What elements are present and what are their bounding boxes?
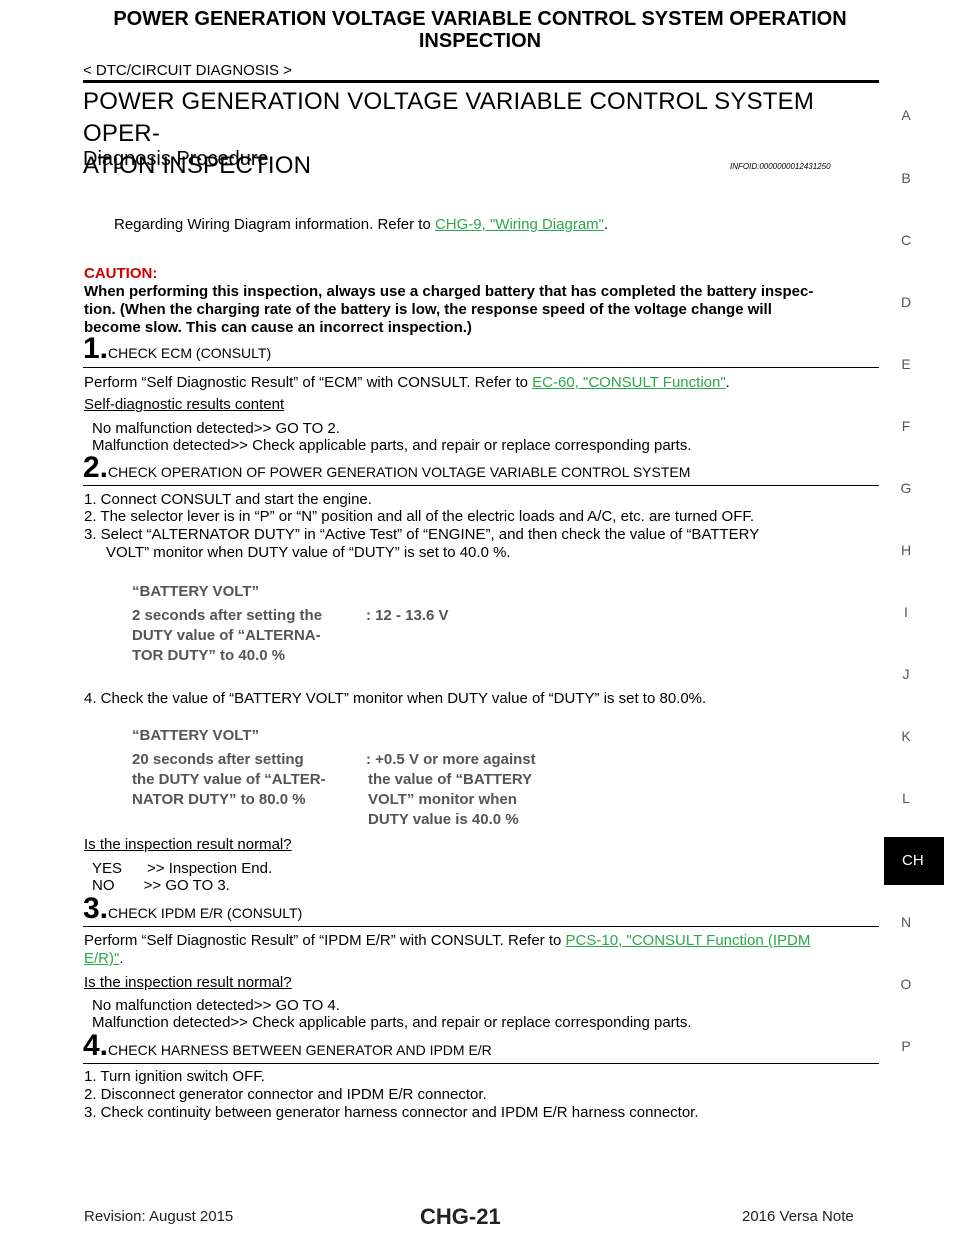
side-index-b[interactable]: B [901, 170, 911, 186]
side-index-i[interactable]: I [904, 604, 908, 620]
box2-condition-line2: the DUTY value of “ALTER- [132, 771, 326, 788]
step4-item2: 2. Disconnect generator connector and IP… [84, 1086, 487, 1103]
battery-volt-box1-value: : 12 - 13.6 V [366, 607, 449, 624]
step1-title: CHECK ECM (CONSULT) [108, 345, 272, 361]
side-index-p[interactable]: P [901, 1038, 911, 1054]
step4-item3: 3. Check continuity between generator ha… [84, 1104, 699, 1121]
step3-instruction: Perform “Self Diagnostic Result” of “IPD… [84, 932, 566, 949]
box1-condition-line3: TOR DUTY” to 40.0 % [132, 647, 286, 664]
step1-result-ng: Malfunction detected>> Check applicable … [92, 437, 692, 454]
step1-divider [83, 367, 879, 368]
step3-question: Is the inspection result normal? [84, 974, 292, 991]
footer-page-number: CHG-21 [420, 1204, 501, 1229]
step3-title: CHECK IPDM E/R (CONSULT) [108, 905, 303, 921]
caution-text: When performing this inspection, always … [84, 283, 880, 337]
step1-instruction: Perform “Self Diagnostic Result” of “ECM… [84, 374, 533, 391]
subsection-title: Diagnosis Procedure [83, 148, 269, 170]
box2-condition-line3: NATOR DUTY” to 80.0 % [132, 791, 306, 808]
step4-number: 4. [83, 1029, 109, 1062]
step1-end: . [725, 374, 730, 391]
side-tab-ch[interactable]: CH [884, 837, 944, 885]
step1-heading: 1.CHECK ECM (CONSULT) [83, 332, 271, 366]
box1-condition-line2: DUTY value of “ALTERNA- [132, 627, 321, 644]
side-index-k[interactable]: K [901, 728, 911, 744]
step4-divider [83, 1063, 879, 1064]
step2-item3: 3. Select “ALTERNATOR DUTY” in “Active T… [84, 526, 880, 562]
header-divider [83, 80, 879, 83]
step4-item1: 1. Turn ignition switch OFF. [84, 1068, 265, 1085]
battery-volt-box2-value: : +0.5 V or more against the value of “B… [366, 750, 536, 830]
intro-label: Regarding Wiring Diagram information. Re… [114, 216, 435, 233]
side-index-l[interactable]: L [902, 790, 910, 806]
step2-question: Is the inspection result normal? [84, 836, 292, 853]
step1-text: Perform “Self Diagnostic Result” of “ECM… [84, 374, 730, 392]
caution-label: CAUTION: [84, 265, 157, 283]
step2-item3-line2: VOLT” monitor when DUTY value of “DUTY” … [106, 544, 511, 561]
footer-model: 2016 Versa Note [742, 1208, 854, 1225]
step2-item1: 1. Connect CONSULT and start the engine. [84, 491, 372, 508]
consult-function-link[interactable]: EC-60, "CONSULT Function" [532, 374, 726, 391]
side-index-o[interactable]: O [900, 976, 912, 992]
box2-value-line3: VOLT” monitor when [368, 791, 517, 808]
ipdm-consult-link[interactable]: PCS-10, "CONSULT Function (IPDM [565, 932, 811, 949]
section-title: POWER GENERATION VOLTAGE VARIABLE CONTRO… [83, 86, 883, 182]
section-title-line1: POWER GENERATION VOLTAGE VARIABLE CONTRO… [83, 88, 815, 147]
breadcrumb: < DTC/CIRCUIT DIAGNOSIS > [83, 62, 292, 79]
step3-end: . [119, 950, 124, 967]
step3-result-ok: No malfunction detected>> GO TO 4. [92, 997, 340, 1014]
box2-condition-line1: 20 seconds after setting [132, 751, 304, 768]
side-index-e[interactable]: E [901, 356, 911, 372]
battery-volt-box2-condition: 20 seconds after setting the DUTY value … [132, 750, 326, 810]
intro-end: . [603, 216, 609, 233]
step2-item4: 4. Check the value of “BATTERY VOLT” mon… [84, 690, 707, 707]
step4-title: CHECK HARNESS BETWEEN GENERATOR AND IPDM… [108, 1042, 492, 1058]
wiring-diagram-link[interactable]: CHG-9, "Wiring Diagram" [434, 216, 604, 233]
step2-number: 2. [83, 451, 109, 484]
step3-text: Perform “Self Diagnostic Result” of “IPD… [84, 932, 880, 968]
step1-number: 1. [83, 332, 109, 365]
side-index-j[interactable]: J [902, 666, 910, 682]
step2-yes: YES >> Inspection End. [92, 860, 273, 877]
side-index-f[interactable]: F [901, 418, 911, 434]
box2-value-line1: : +0.5 V or more against [366, 751, 536, 768]
side-index-h[interactable]: H [900, 542, 912, 558]
battery-volt-box1-condition: 2 seconds after setting the DUTY value o… [132, 606, 322, 666]
step2-heading: 2.CHECK OPERATION OF POWER GENERATION VO… [83, 451, 690, 485]
step3-heading: 3.CHECK IPDM E/R (CONSULT) [83, 892, 302, 926]
caution-line3: become slow. This can cause an incorrect… [84, 319, 472, 336]
step2-item3-line1: 3. Select “ALTERNATOR DUTY” in “Active T… [84, 526, 760, 543]
step2-no: NO >> GO TO 3. [92, 877, 230, 894]
footer-revision: Revision: August 2015 [84, 1208, 234, 1225]
caution-line2: tion. (When the charging rate of the bat… [84, 301, 772, 318]
info-id: INFOID:0000000012431250 [730, 162, 831, 171]
box1-condition-line1: 2 seconds after setting the [132, 607, 323, 624]
step2-item2: 2. The selector lever is in “P” or “N” p… [84, 508, 755, 525]
battery-volt-box1-head: “BATTERY VOLT” [132, 583, 259, 600]
step3-divider [83, 926, 879, 927]
caution-line1: When performing this inspection, always … [84, 283, 814, 300]
side-index-g[interactable]: G [900, 480, 912, 496]
step2-title: CHECK OPERATION OF POWER GENERATION VOLT… [108, 464, 691, 480]
header-title-line1: POWER GENERATION VOLTAGE VARIABLE CONTRO… [113, 8, 847, 30]
box2-value-line4: DUTY value is 40.0 % [368, 811, 519, 828]
step3-result-ng: Malfunction detected>> Check applicable … [92, 1014, 692, 1031]
section-title-line2: ATION INSPECTION [83, 152, 312, 179]
battery-volt-box2-head: “BATTERY VOLT” [132, 727, 259, 744]
step3-number: 3. [83, 892, 109, 925]
header-title-line2: INSPECTION [418, 30, 542, 52]
step2-divider [83, 485, 879, 486]
side-index-c[interactable]: C [900, 232, 912, 248]
ipdm-consult-link-cont[interactable]: E/R)" [84, 950, 120, 967]
step4-heading: 4.CHECK HARNESS BETWEEN GENERATOR AND IP… [83, 1029, 492, 1063]
side-index-n[interactable]: N [900, 914, 912, 930]
intro-text: Regarding Wiring Diagram information. Re… [114, 216, 608, 234]
step1-result-ok: No malfunction detected>> GO TO 2. [92, 420, 340, 437]
page-header-title: POWER GENERATION VOLTAGE VARIABLE CONTRO… [0, 8, 960, 52]
step1-results-label: Self-diagnostic results content [84, 396, 285, 413]
box2-value-line2: the value of “BATTERY [368, 771, 533, 788]
side-index-d[interactable]: D [900, 294, 912, 310]
caution-heading: CAUTION: [84, 265, 158, 282]
side-index-a[interactable]: A [901, 107, 911, 123]
